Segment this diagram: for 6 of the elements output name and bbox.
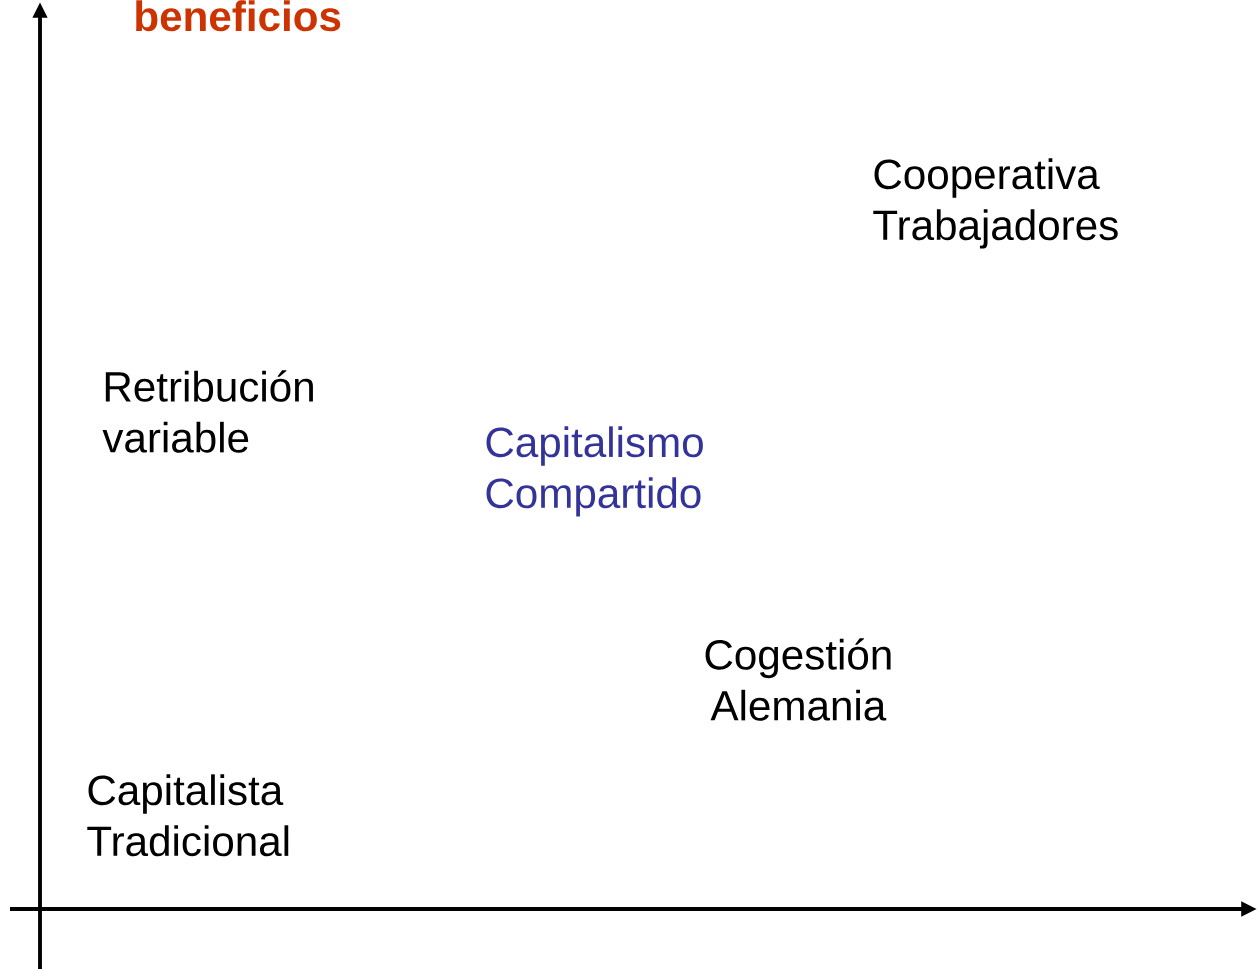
axis-label: beneficios — [136, 0, 341, 32]
category-label: Retribución variable — [102, 370, 313, 453]
category-label: Capitalista Tradicional — [87, 774, 289, 857]
category-label: Capitalismo Compartido — [486, 426, 703, 517]
category-label: Cooperativa Trabajadores — [873, 158, 1118, 249]
category-label: Cogestión Alemania — [705, 638, 891, 721]
